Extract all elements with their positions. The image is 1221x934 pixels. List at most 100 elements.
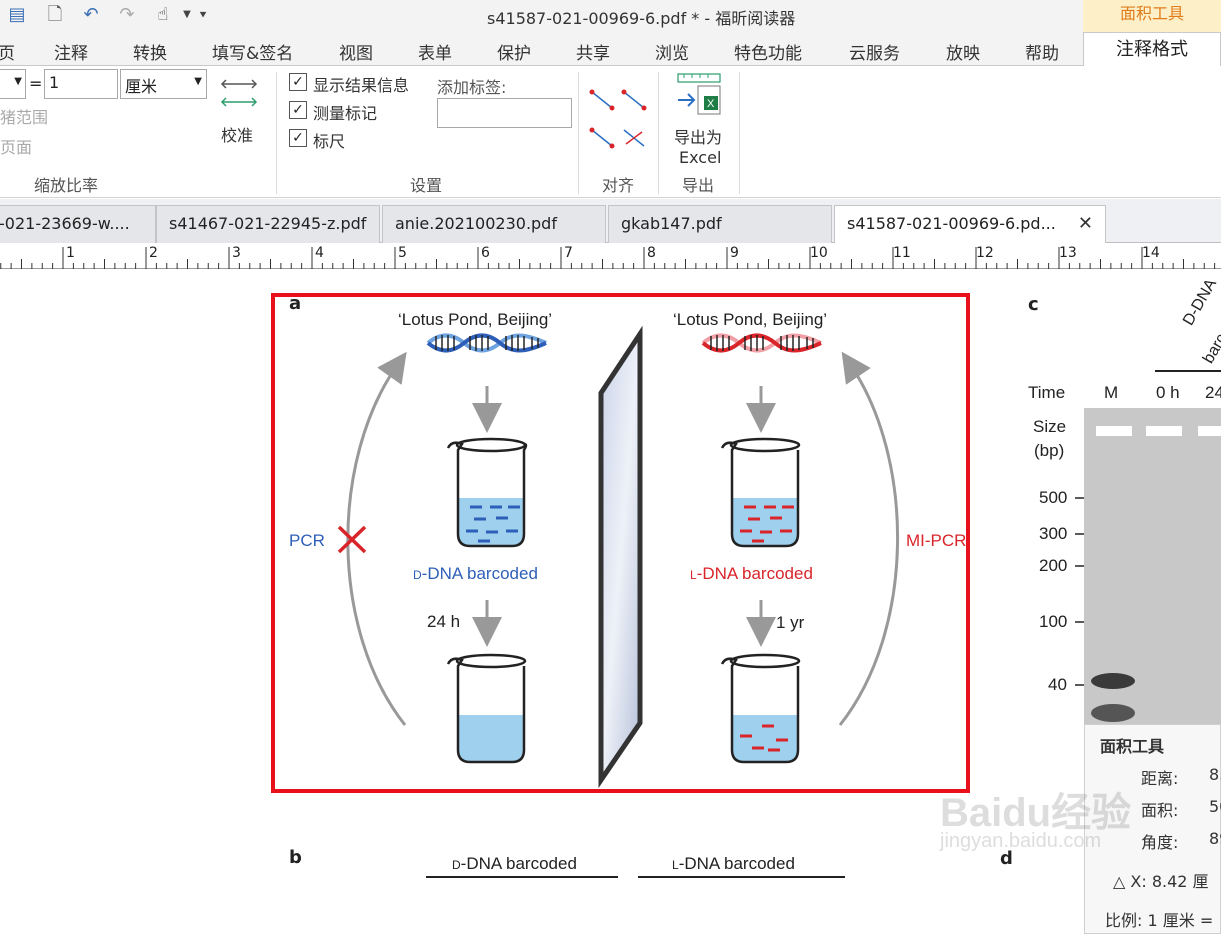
menu-slideshow[interactable]: 放映 xyxy=(946,44,980,64)
time-label: Time xyxy=(1028,383,1066,402)
doc-tab-label: -021-23669-w.... xyxy=(0,214,130,233)
ruler-number: 7 xyxy=(564,245,573,261)
horizontal-ruler[interactable]: 1 2 3 4 5 6 7 8 9 10 11 12 13 14 xyxy=(0,243,1221,269)
menu-help[interactable]: 帮助 xyxy=(1025,44,1059,64)
panel-d-label: d xyxy=(1000,848,1013,869)
scale-value-input[interactable]: 1 xyxy=(44,69,118,99)
gel-band-dark xyxy=(1091,673,1135,689)
menu-share[interactable]: 共享 xyxy=(576,44,610,64)
hand-tool-icon[interactable]: ☝ xyxy=(157,4,169,25)
doc-tab[interactable]: s41467-021-22945-z.pdf xyxy=(156,205,380,243)
gel-band-dark xyxy=(1091,704,1135,722)
align-top-left-icon[interactable] xyxy=(589,89,615,111)
ribbon-separator xyxy=(739,72,740,194)
document-tab-bar: -021-23669-w.... s41467-021-22945-z.pdf … xyxy=(0,199,1221,243)
svg-text:X: X xyxy=(707,98,715,110)
size-ticks xyxy=(1075,497,1084,686)
align-bottom-left-icon[interactable] xyxy=(589,127,615,149)
ribbon: ▼ = 1 厘米▼ 猪范围 页面 校准 缩放比率 ✓ 显示结果信息 ✓ 测量标记… xyxy=(0,66,1221,198)
align-icons[interactable] xyxy=(586,84,650,156)
lane-m-label: M xyxy=(1104,383,1119,402)
right-location-title: ‘Lotus Pond, Beijing’ xyxy=(673,310,828,329)
calibrate-icon[interactable] xyxy=(218,76,260,112)
scale-left-select[interactable]: ▼ xyxy=(0,69,26,99)
l-dna-label-text: -DNA barcoded xyxy=(696,564,813,583)
ruler-label: 标尺 xyxy=(313,132,346,151)
export-line2[interactable]: Excel xyxy=(679,148,722,167)
distance-value: 8. xyxy=(1209,765,1221,784)
export-line1[interactable]: 导出为 xyxy=(674,128,723,147)
close-tab-icon[interactable]: ✕ xyxy=(1077,213,1093,234)
doc-tab[interactable]: anie.202100230.pdf xyxy=(382,205,606,243)
add-label-input[interactable] xyxy=(437,98,572,128)
ruler-number: 6 xyxy=(481,245,490,261)
align-bottom-right-icon[interactable] xyxy=(623,129,645,147)
menu-protect[interactable]: 保护 xyxy=(497,44,531,64)
export-excel-icon[interactable]: X xyxy=(674,72,724,118)
ruler-checkbox[interactable]: ✓ xyxy=(289,129,307,147)
menu-comment[interactable]: 注释 xyxy=(54,44,88,64)
title-bar: ▤ 🗋 ↶ ↷ ☝ ▼ ⯆ s41587-021-00969-6.pdf * -… xyxy=(0,0,1221,32)
menu-view[interactable]: 视图 xyxy=(339,44,373,64)
pdf-page[interactable]: a ‘Lotus Pond, Beijing’ ‘Lotus Pond, Bei… xyxy=(0,270,1221,934)
window-title: s41587-021-00969-6.pdf * - 福昕阅读器 xyxy=(487,9,796,28)
popup-title: 面积工具 xyxy=(1100,737,1165,756)
toolbar-menu-icon[interactable]: ▤ xyxy=(8,4,26,25)
distance-label: 距离: xyxy=(1141,769,1179,788)
ruler-number: 5 xyxy=(398,245,407,261)
menu-fill-sign[interactable]: 填写&签名 xyxy=(212,44,294,64)
scale-unit-select[interactable]: 厘米▼ xyxy=(120,69,207,99)
b-l-dna-text: -DNA barcoded xyxy=(678,854,795,873)
b-d-dna-text: -DNA barcoded xyxy=(460,854,577,873)
watermark-logo: Baidu经验 xyxy=(940,791,1132,835)
customize-toolbar-icon[interactable]: ⯆ xyxy=(198,8,208,22)
align-top-right-icon[interactable] xyxy=(621,89,647,111)
scale-hint-page: 页面 xyxy=(0,138,33,157)
menu-home[interactable]: 页 xyxy=(0,44,15,64)
gel-band xyxy=(1096,426,1132,436)
doc-tab-label: anie.202100230.pdf xyxy=(395,214,557,233)
d-prefix: D xyxy=(413,568,422,582)
doc-tab[interactable]: gkab147.pdf xyxy=(608,205,832,243)
menu-browse[interactable]: 浏览 xyxy=(655,44,689,64)
beaker-right-top xyxy=(720,437,801,548)
undo-icon[interactable]: ↶ xyxy=(83,4,99,25)
menu-features[interactable]: 特色功能 xyxy=(734,44,802,64)
settings-group-label: 设置 xyxy=(410,176,443,195)
show-results-checkbox[interactable]: ✓ xyxy=(289,73,307,91)
dna-helix-right xyxy=(701,333,822,353)
size-300: 300 xyxy=(1039,524,1068,543)
ruler-number: 8 xyxy=(647,245,656,261)
gel-band xyxy=(1146,426,1182,436)
doc-tab-active[interactable]: s41587-021-00969-6.pd... ✕ xyxy=(834,205,1106,243)
beaker-right-bottom xyxy=(720,653,801,764)
export-group-label: 导出 xyxy=(682,176,715,195)
area-value: 50 xyxy=(1209,797,1221,816)
menu-comment-format[interactable]: 注释格式 xyxy=(1083,32,1221,67)
ruler-number: 9 xyxy=(730,245,739,261)
doc-tab[interactable]: -021-23669-w.... xyxy=(0,205,156,243)
menu-convert[interactable]: 转换 xyxy=(133,44,167,64)
measure-marks-checkbox[interactable]: ✓ xyxy=(289,101,307,119)
area-tool-context-tab[interactable]: 面积工具 xyxy=(1083,0,1221,32)
area-measure-frame xyxy=(271,293,970,793)
size-200: 200 xyxy=(1039,556,1068,575)
menu-form[interactable]: 表单 xyxy=(418,44,452,64)
doc-tab-label: s41467-021-22945-z.pdf xyxy=(169,214,367,233)
left-location-title: ‘Lotus Pond, Beijing’ xyxy=(398,310,553,329)
lane-24-label: 24 xyxy=(1205,383,1221,402)
calibrate-label[interactable]: 校准 xyxy=(221,126,254,145)
ruler-number: 12 xyxy=(976,245,994,261)
beaker-left-top xyxy=(446,437,528,548)
menu-bar: 页 注释 转换 填写&签名 视图 表单 保护 共享 浏览 特色功能 云服务 放映… xyxy=(0,32,1221,66)
panel-b-label: b xyxy=(289,847,302,868)
glass-pane xyxy=(598,325,643,789)
d-dna-label-text: -DNA barcoded xyxy=(421,564,538,583)
scale-hint-range: 猪范围 xyxy=(0,108,49,127)
menu-cloud[interactable]: 云服务 xyxy=(849,44,900,64)
ribbon-separator xyxy=(578,72,579,194)
add-label-caption: 添加标签: xyxy=(437,78,507,97)
new-file-icon[interactable]: 🗋 xyxy=(47,4,63,25)
hand-tool-dropdown-icon[interactable]: ▼ xyxy=(183,9,191,20)
redo-icon[interactable]: ↷ xyxy=(119,4,135,25)
